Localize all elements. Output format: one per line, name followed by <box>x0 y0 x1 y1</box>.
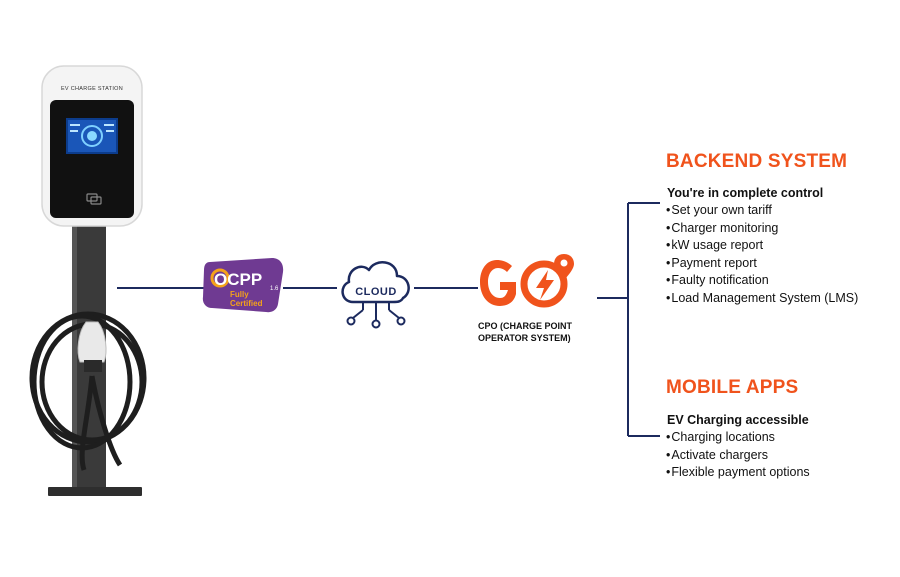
ocpp-certified-badge: OCPP 1.6 Fully Certified <box>202 258 284 313</box>
cpo-label-line1: CPO (CHARGE POINT <box>478 321 573 331</box>
charger-base <box>48 487 142 496</box>
list-item: Flexible payment options <box>666 464 809 482</box>
cloud-label: CLOUD <box>355 286 397 298</box>
list-item: Faulty notification <box>666 272 858 290</box>
list-item: Set your own tariff <box>666 202 858 220</box>
go-logo <box>480 254 574 308</box>
backend-feature-list: Set your own tariff Charger monitoring k… <box>666 202 858 308</box>
ocpp-fully: Fully <box>230 290 249 299</box>
list-item: Payment report <box>666 255 858 273</box>
list-item: Charger monitoring <box>666 220 858 238</box>
list-item: kW usage report <box>666 237 858 255</box>
mobile-title: MOBILE APPS <box>666 377 799 398</box>
lightning-bolt-icon <box>536 270 554 300</box>
station-label: EV CHARGE STATION <box>61 86 123 92</box>
list-item: Load Management System (LMS) <box>666 290 858 308</box>
backend-title: BACKEND SYSTEM <box>666 151 848 172</box>
cpo-label-line2: OPERATOR SYSTEM) <box>478 333 571 343</box>
ev-charger-illustration: EV CHARGE STATION <box>29 65 147 496</box>
list-item: Charging locations <box>666 429 810 447</box>
go-letter-o <box>520 260 568 308</box>
ocpp-ring-icon <box>210 268 230 288</box>
ocpp-certified: Certified <box>230 299 263 308</box>
ocpp-brand: OCPP <box>214 270 262 289</box>
backend-subtitle: You're in complete control <box>667 186 824 200</box>
charging-plug <box>77 321 107 372</box>
ocpp-version: 1.6 <box>270 286 279 292</box>
cpo-label: CPO (CHARGE POINT OPERATOR SYSTEM) <box>478 320 598 344</box>
cloud-icon: CLOUD <box>341 261 410 329</box>
mobile-subtitle: EV Charging accessible <box>667 413 809 427</box>
list-item: Activate chargers <box>666 447 810 465</box>
location-pin-icon <box>554 254 574 280</box>
rfid-card-icon <box>86 193 102 205</box>
go-letter-g <box>480 260 516 306</box>
mobile-feature-list: Charging locations Activate chargers Fle… <box>666 429 810 482</box>
